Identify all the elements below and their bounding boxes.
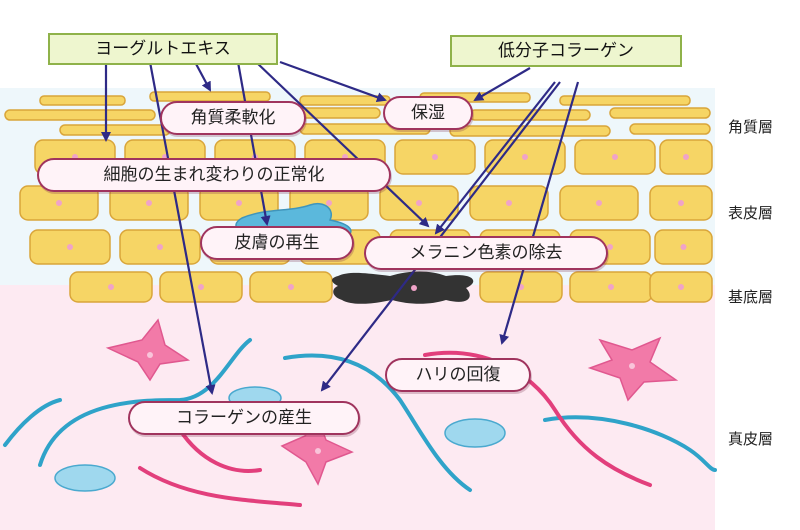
yogurt-extract-label: ヨーグルトエキス	[95, 39, 231, 59]
effect-collagen-production: コラーゲンの産生	[128, 401, 360, 435]
cell-nucleus	[607, 244, 613, 250]
cell-nucleus	[288, 284, 294, 290]
effect-label: 保湿	[411, 103, 445, 123]
cell-nucleus	[506, 200, 512, 206]
dermis-fibers	[3, 338, 717, 507]
cell-nucleus	[678, 200, 684, 206]
layer-label-dermis: 真皮層	[728, 430, 774, 448]
low-molecular-collagen-label: 低分子コラーゲン	[498, 41, 634, 61]
cell-nucleus	[432, 154, 438, 160]
cell-nucleus	[236, 200, 242, 206]
effect-label: 皮膚の再生	[234, 233, 320, 253]
effect-keratin-softening: 角質柔軟化	[160, 101, 306, 135]
cell-nucleus	[678, 284, 684, 290]
effect-label: 細胞の生まれ変わりの正常化	[103, 165, 325, 185]
layer-label-basal: 基底層	[728, 288, 774, 306]
cell-nucleus	[683, 154, 689, 160]
effect-label: メラニン色素の除去	[409, 243, 563, 263]
cell-nucleus	[198, 284, 204, 290]
layer-label-epidermis: 表皮層	[728, 204, 774, 222]
fibroblast-nuclei	[147, 352, 635, 454]
melanocyte-nucleus	[411, 285, 417, 291]
effect-moisturizing: 保湿	[383, 96, 473, 130]
effect-melanin-removal: メラニン色素の除去	[364, 236, 608, 270]
cell-nucleus	[56, 200, 62, 206]
low-molecular-collagen-box: 低分子コラーゲン	[450, 35, 682, 67]
effect-label: ハリの回復	[415, 365, 501, 385]
cell-nucleus	[612, 154, 618, 160]
melanocyte	[332, 271, 474, 304]
cell-nucleus	[680, 244, 687, 250]
cell-nucleus	[596, 200, 602, 206]
dermis-background	[0, 285, 715, 530]
cell-nucleus	[146, 200, 152, 206]
cell-nucleus	[108, 284, 114, 290]
cell-nucleus	[608, 284, 614, 290]
effect-cell-turnover: 細胞の生まれ変わりの正常化	[37, 158, 391, 192]
effect-skin-regeneration: 皮膚の再生	[200, 226, 354, 260]
layer-label-stratum-corneum: 角質層	[728, 118, 774, 136]
cell-nucleus	[157, 244, 163, 250]
effect-label: 角質柔軟化	[190, 108, 276, 128]
cell-nucleus	[522, 154, 528, 160]
cell-nucleus	[416, 200, 422, 206]
cell-nucleus	[67, 244, 73, 250]
effect-label: コラーゲンの産生	[176, 408, 312, 428]
cell-nucleus	[326, 200, 332, 206]
yogurt-extract-box: ヨーグルトエキス	[48, 33, 278, 65]
effect-firmness-recovery: ハリの回復	[385, 358, 531, 392]
